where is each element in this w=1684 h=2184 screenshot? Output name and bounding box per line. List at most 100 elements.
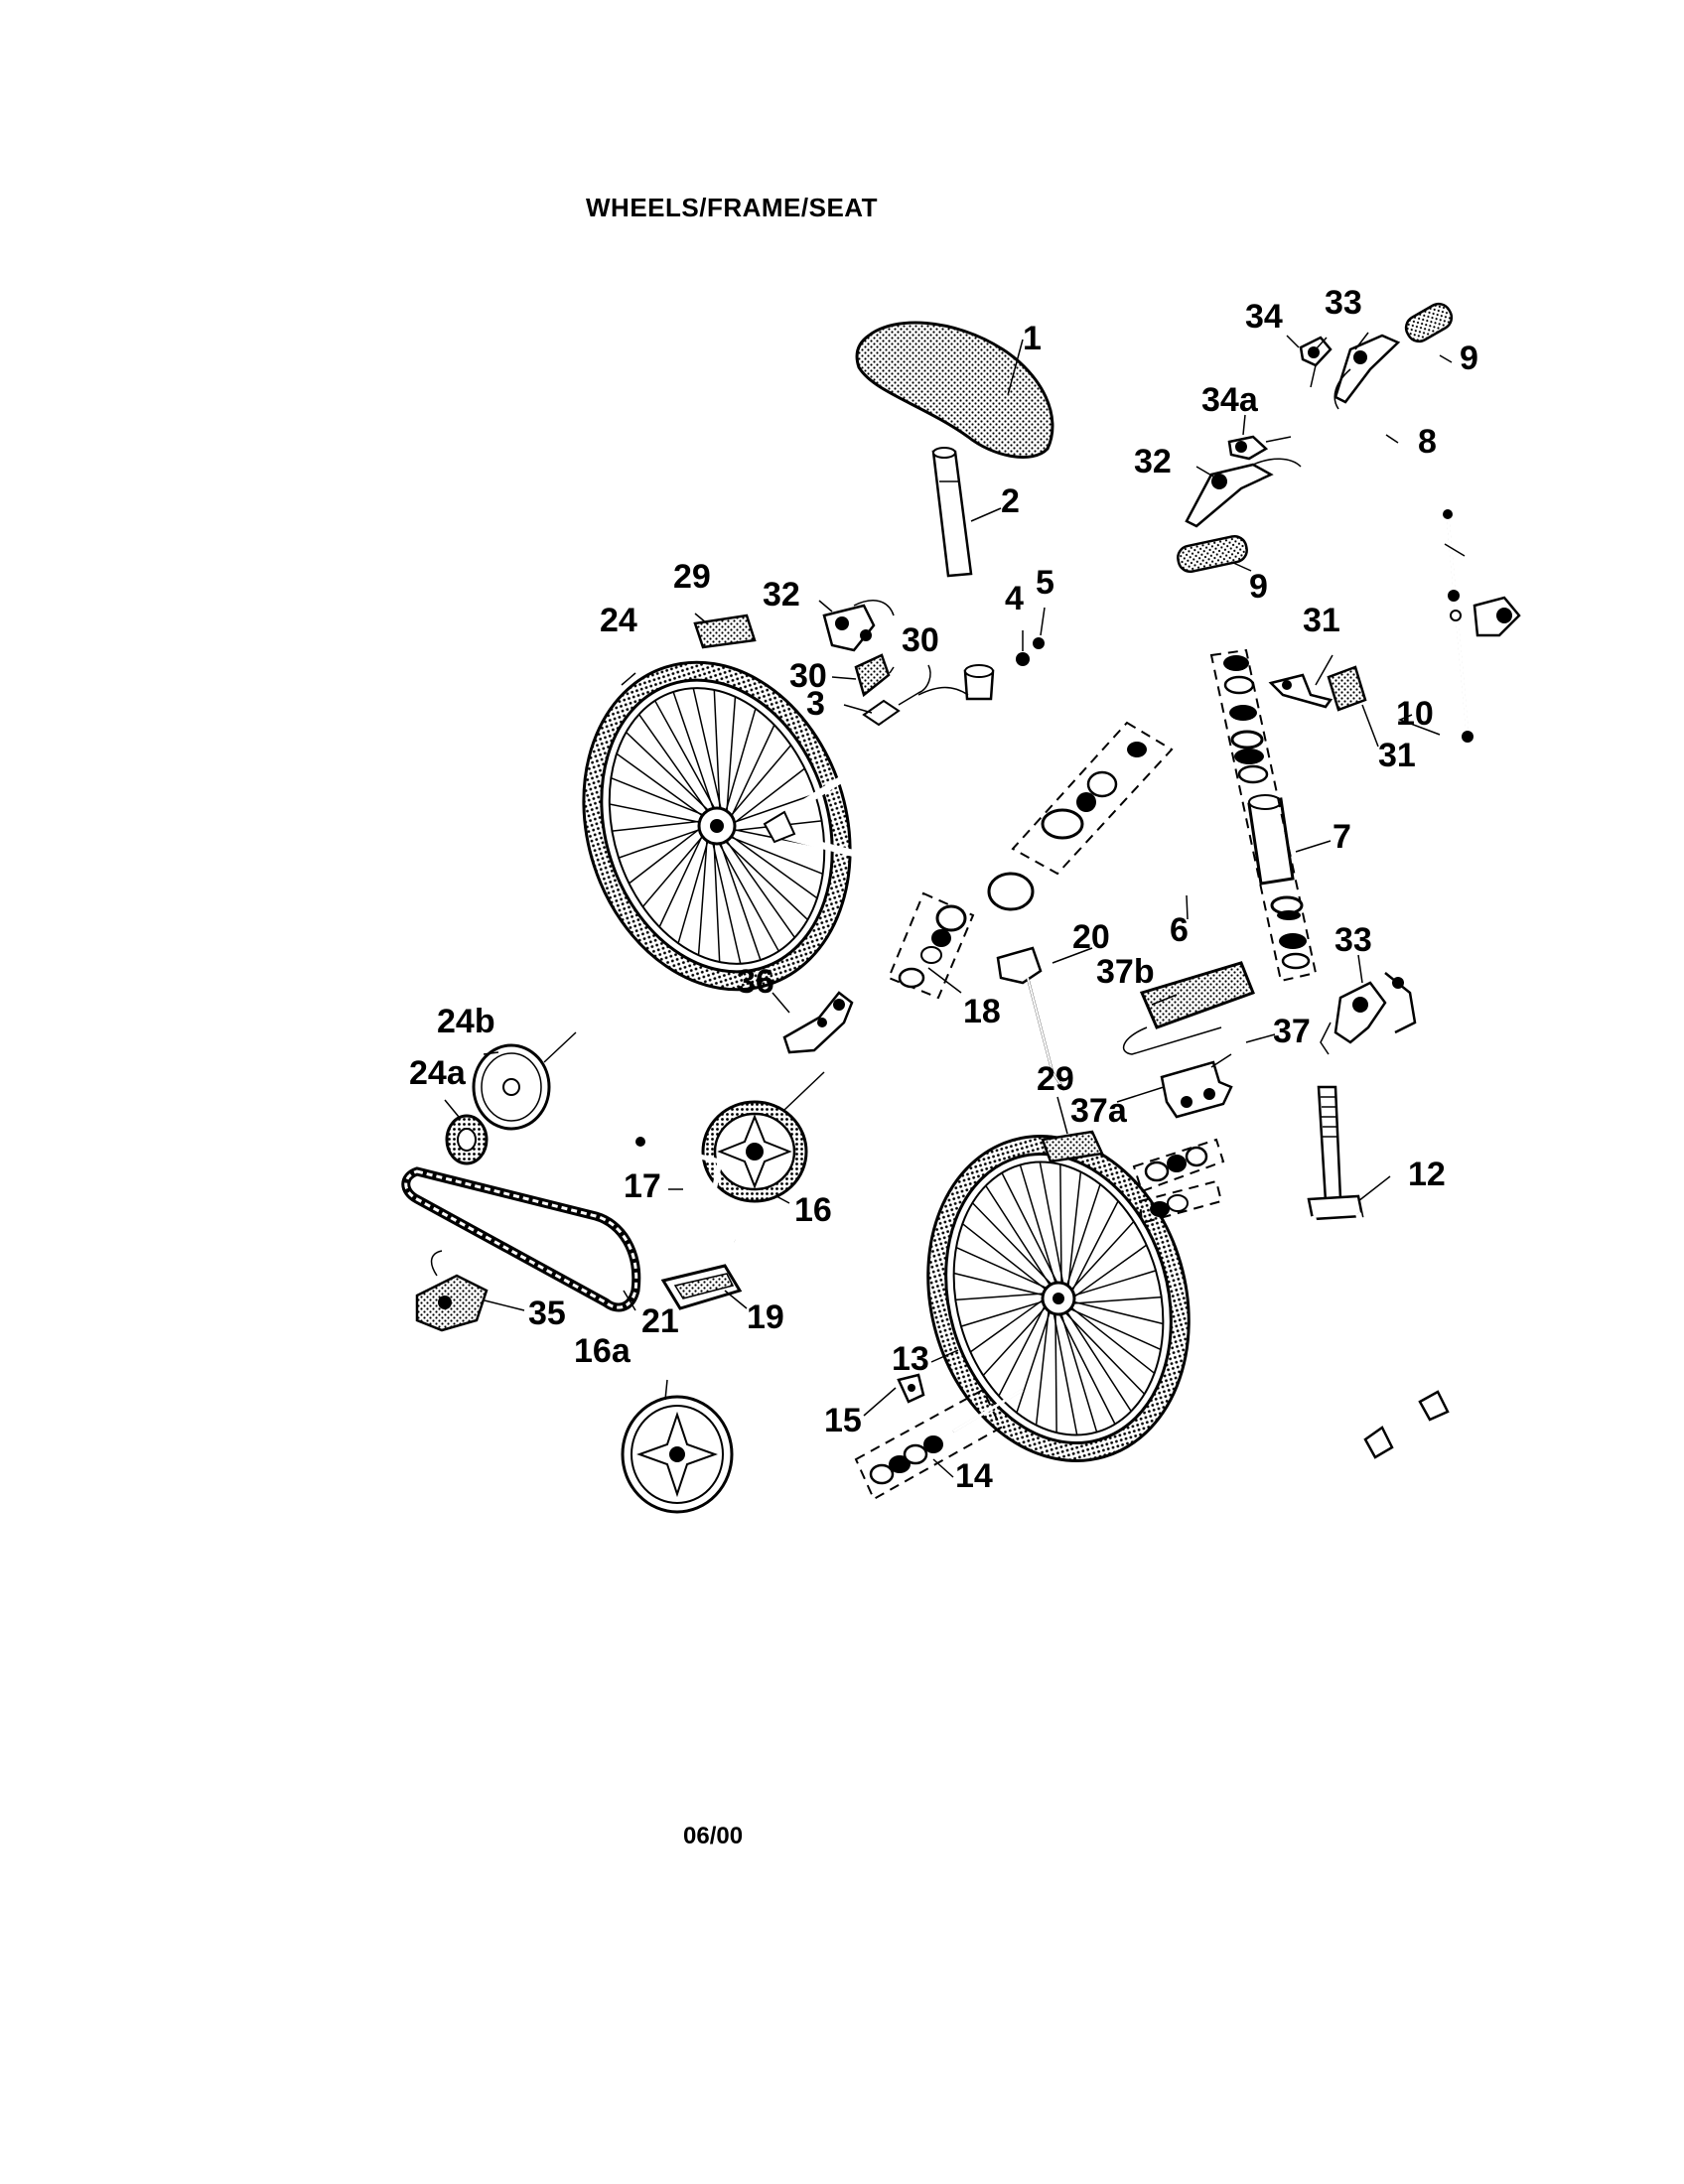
callout-6: 6 — [1170, 911, 1189, 949]
brake-lever-left — [1185, 458, 1302, 528]
spoke — [641, 833, 706, 907]
callout-37: 37 — [1273, 1013, 1311, 1050]
callout-24a: 24a — [409, 1054, 467, 1092]
spoke — [711, 838, 742, 964]
spoke — [730, 767, 805, 827]
callout-3: 3 — [806, 685, 825, 723]
callout-30-right: 30 — [902, 621, 939, 659]
callout-36: 36 — [737, 963, 774, 1001]
callout-1: 1 — [1023, 320, 1042, 357]
callout-19: 19 — [747, 1298, 784, 1336]
shifter-34 — [1299, 336, 1333, 388]
callout-12: 12 — [1408, 1156, 1446, 1193]
spoke — [672, 691, 716, 813]
callout-15: 15 — [824, 1402, 862, 1439]
seat-clamp-hardware — [862, 637, 1045, 727]
spoke — [1067, 1306, 1162, 1351]
spoke — [692, 688, 723, 814]
callout-9-top: 9 — [1460, 340, 1478, 377]
spoke — [658, 831, 705, 928]
spoke — [955, 1246, 1050, 1291]
grip-left — [1177, 534, 1248, 574]
pedal — [660, 1264, 743, 1310]
spoke — [728, 833, 818, 899]
rear-wheel — [582, 660, 852, 992]
spoke — [677, 837, 710, 944]
spoke — [611, 776, 708, 818]
reflector-30 — [854, 653, 891, 698]
spoke — [1059, 1163, 1062, 1286]
spoke — [961, 1223, 1048, 1292]
callout-37a: 37a — [1070, 1092, 1128, 1130]
spoke — [1059, 1311, 1098, 1433]
callout-24: 24 — [600, 602, 637, 639]
callout-34a: 34a — [1201, 381, 1259, 419]
bottom-bracket-parts — [887, 721, 1174, 1000]
part-35 — [415, 1250, 489, 1332]
page-title: WHEELS/FRAME/SEAT — [586, 193, 879, 222]
spoke — [729, 724, 775, 821]
callout-5: 5 — [1036, 564, 1054, 602]
spoke — [713, 689, 721, 813]
callout-32-right: 32 — [1134, 443, 1172, 480]
spoke — [1054, 1311, 1057, 1433]
spoke — [629, 825, 704, 885]
spoke — [612, 820, 705, 832]
callout-31-top: 31 — [1303, 602, 1340, 639]
spoke — [953, 1272, 1046, 1297]
spoke — [718, 839, 762, 961]
spoke — [626, 732, 712, 814]
callout-labels: 1 2 3 4 5 6 7 8 9 9 10 12 13 14 15 16 16… — [409, 284, 1478, 1495]
rear-hub-parts — [1132, 1138, 1225, 1225]
reflector-bracket-31 — [1268, 665, 1367, 712]
spoke — [985, 1185, 1052, 1288]
pump-37b — [1122, 961, 1255, 1055]
chain-guard — [621, 1395, 734, 1514]
brake-caliper-front — [1320, 972, 1417, 1055]
reflector-29-bottom — [1041, 1130, 1104, 1163]
chain — [401, 1166, 641, 1312]
front-axle-nut-15 — [897, 1373, 925, 1404]
spoke — [1052, 1310, 1078, 1435]
spoke — [1069, 1305, 1156, 1374]
spoke — [618, 827, 704, 859]
callout-29-top: 29 — [673, 558, 711, 596]
callout-21: 21 — [641, 1302, 679, 1340]
callout-10: 10 — [1396, 695, 1434, 733]
spoke — [1071, 1244, 1148, 1299]
callout-29-bottom: 29 — [1037, 1060, 1074, 1098]
seat-post — [931, 447, 973, 578]
callout-24b: 24b — [437, 1003, 495, 1040]
callout-8: 8 — [1418, 423, 1437, 461]
spoke — [955, 1293, 1047, 1301]
callout-17: 17 — [624, 1167, 661, 1205]
spoke — [728, 745, 792, 819]
headset-stack — [1209, 648, 1318, 983]
chainring — [701, 1071, 825, 1203]
callout-37b: 37b — [1096, 953, 1155, 991]
callout-18: 18 — [963, 993, 1001, 1030]
spoke — [1035, 1308, 1051, 1426]
spoke — [713, 839, 721, 963]
callout-20: 20 — [1072, 918, 1110, 956]
spoke — [1001, 1172, 1059, 1286]
spoke — [722, 838, 808, 920]
spoke — [1065, 1183, 1101, 1288]
callout-31-bottom: 31 — [1378, 737, 1416, 774]
spoke — [1063, 1310, 1146, 1395]
callout-2: 2 — [1001, 482, 1020, 520]
spoke — [725, 696, 737, 816]
spoke — [960, 1299, 1046, 1327]
spoke — [982, 1305, 1048, 1376]
spoke — [1057, 1311, 1116, 1425]
spoke — [730, 793, 816, 825]
spoke — [1071, 1270, 1157, 1297]
crank — [635, 1137, 736, 1244]
front-fork — [1307, 1085, 1450, 1459]
sprocket-cover — [472, 1031, 577, 1131]
spoke — [998, 1303, 1047, 1397]
reflector-29-top — [693, 614, 757, 649]
spoke — [969, 1297, 1046, 1353]
spoke — [726, 834, 823, 876]
spoke — [716, 839, 779, 952]
